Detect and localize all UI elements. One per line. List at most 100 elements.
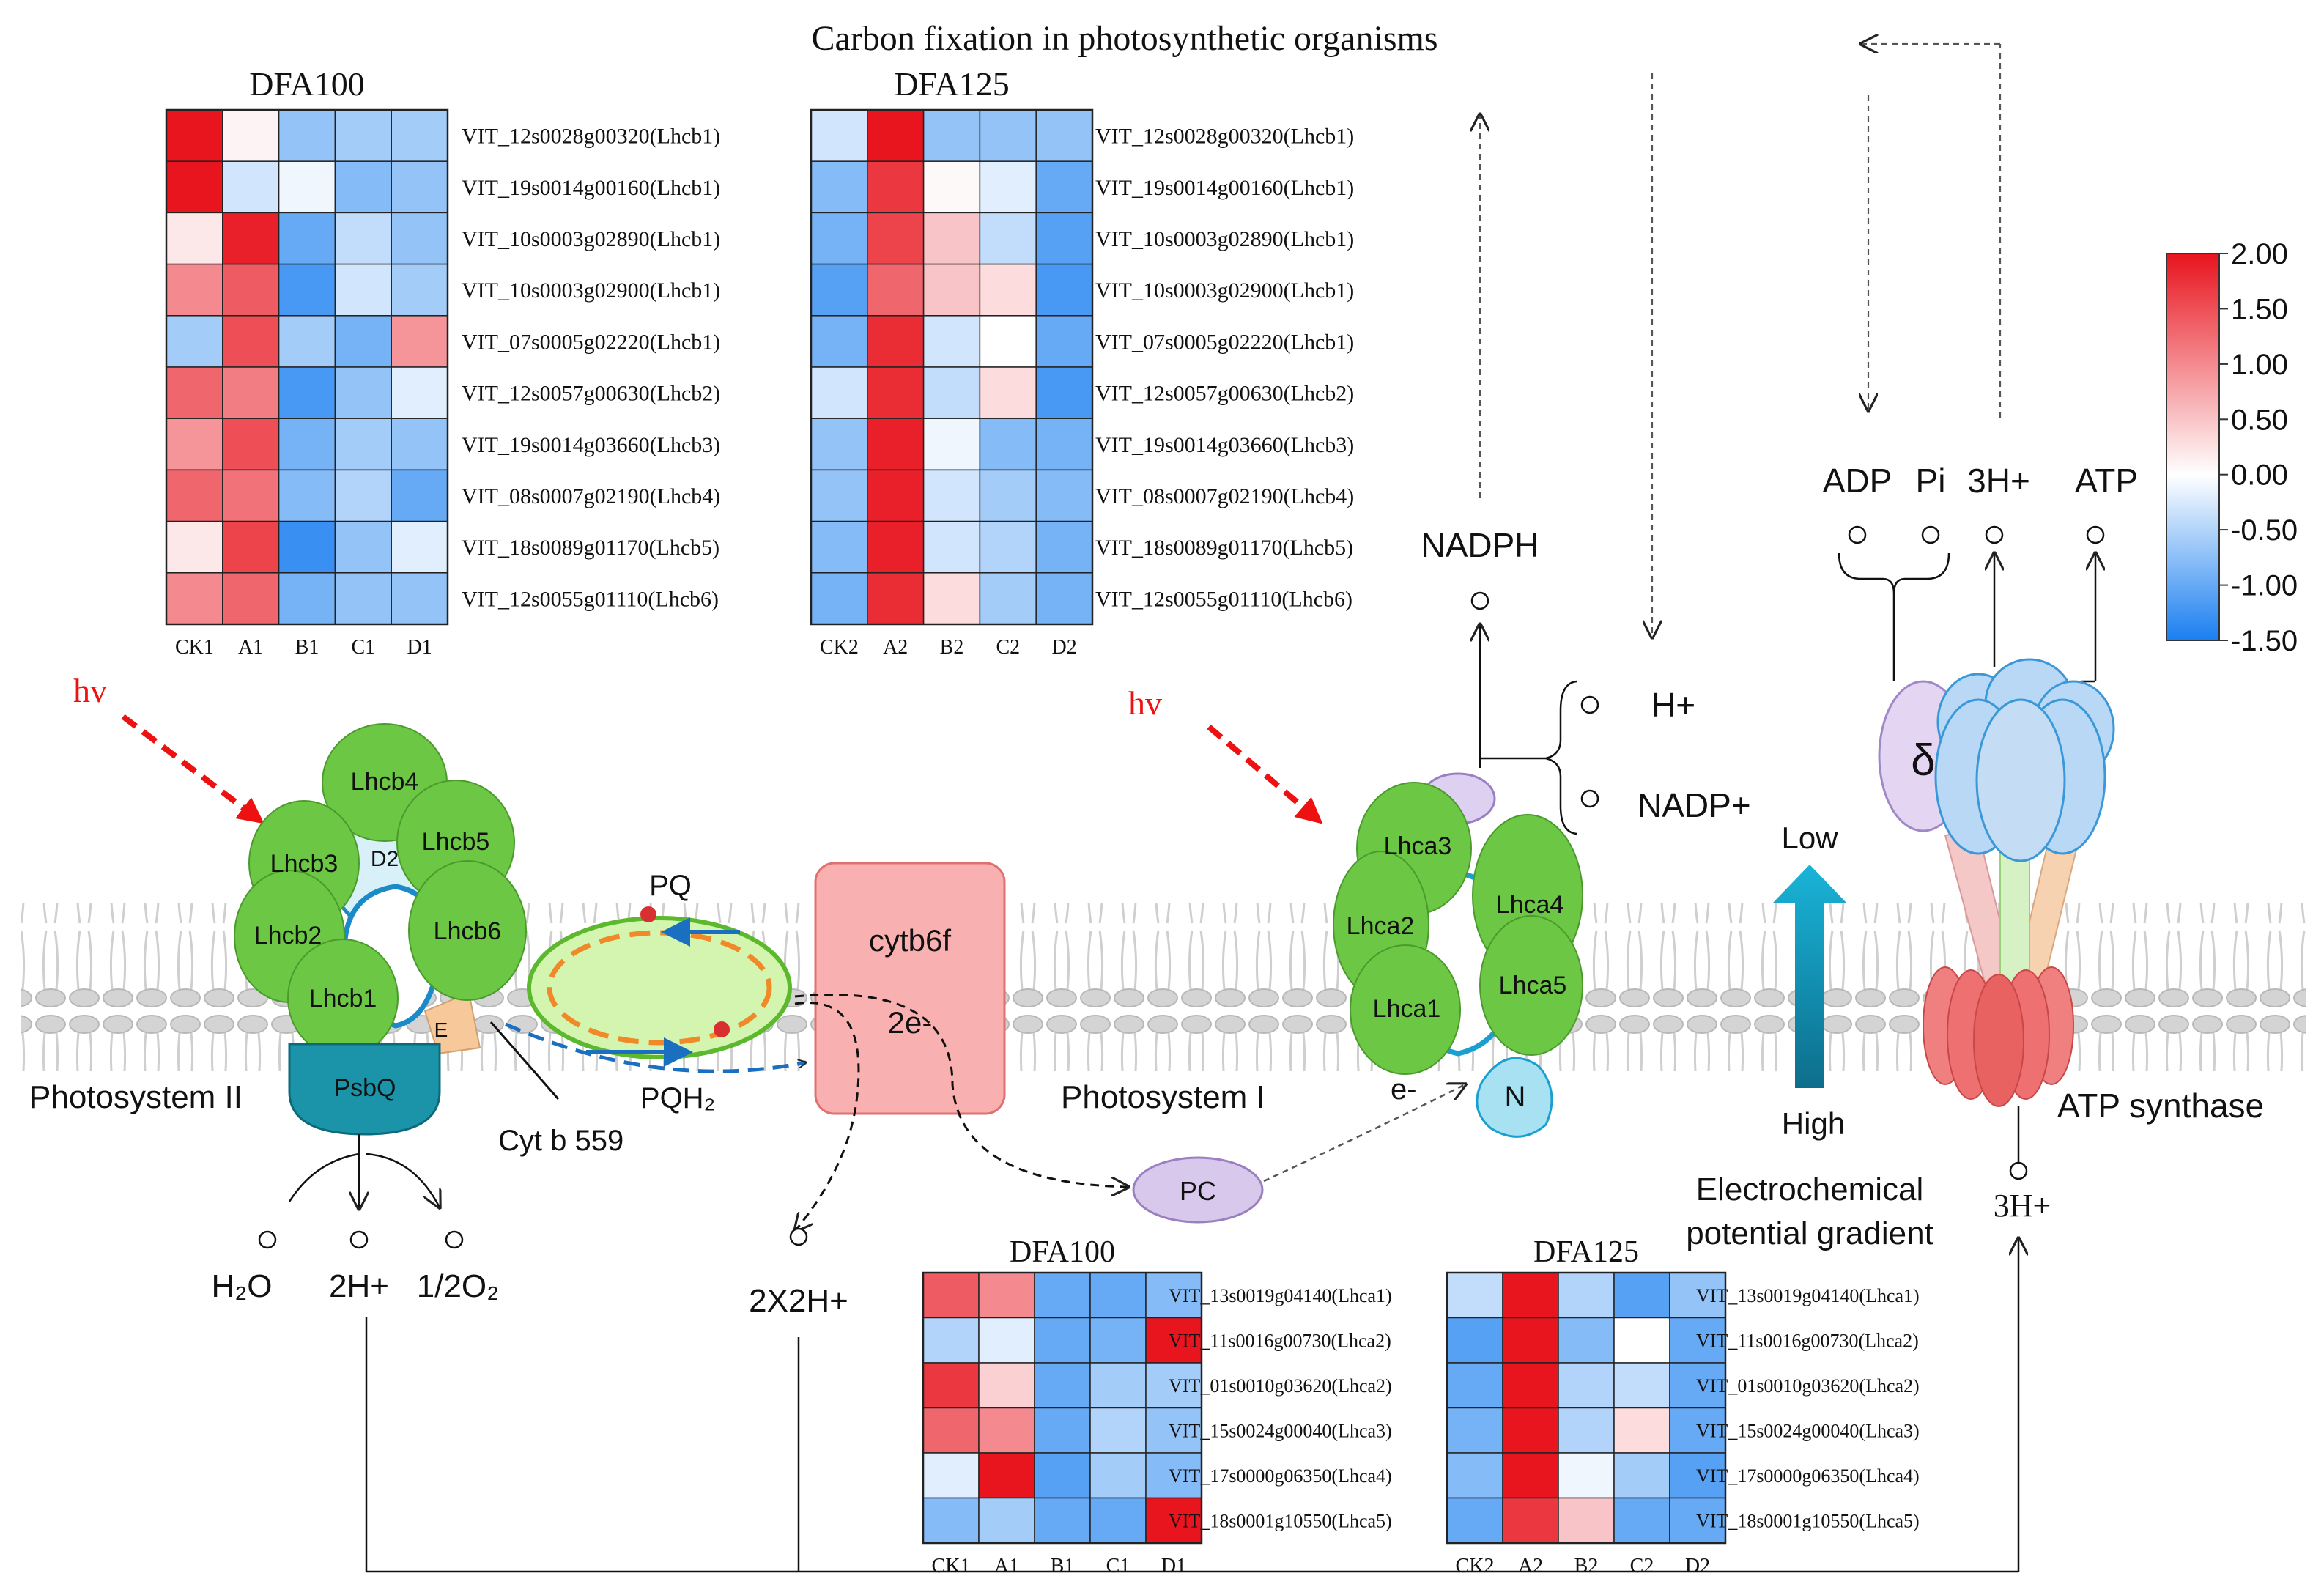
heatmap-cell (978, 1272, 1035, 1319)
heatmap-psii-dfa125: DFA125VIT_12s0028g00320(Lhcb1)VIT_19s001… (810, 65, 1354, 659)
lhcb6-label: Lhcb6 (434, 917, 502, 945)
nadph-label: NADPH (1421, 526, 1539, 564)
cytb6f-box (814, 862, 1006, 1115)
heatmap-cell (222, 263, 280, 317)
heatmap-cell (1558, 1272, 1615, 1319)
heatmap-row-label: VIT_12s0057g00630(Lhcb2) (1095, 382, 1354, 406)
heatmap-row-label: VIT_10s0003g02890(Lhcb1) (1095, 227, 1354, 251)
heatmap-cell (166, 212, 223, 265)
heatmap-cell (391, 572, 448, 625)
heatmap-column-label: C1 (1106, 1555, 1130, 1577)
heatmap-frame (1446, 1271, 1727, 1545)
heatmap-cell (391, 366, 448, 419)
heatmap-frame (810, 108, 1094, 626)
light-label-psi: hv (1128, 684, 1162, 722)
heatmap-column-label: B2 (940, 636, 964, 659)
heatmap-cell (922, 109, 981, 162)
plastoquinone-pool: PQ PQH₂ (504, 870, 806, 1114)
heatmap-cell (1089, 1407, 1147, 1454)
heatmap-cell (1558, 1317, 1615, 1364)
heatmap-cell (1446, 1362, 1503, 1409)
gradient-caption-line1: Electrochemical (1696, 1172, 1924, 1207)
heatmap-cell (278, 263, 336, 317)
heatmap-cell (222, 418, 280, 471)
light-label-psii: hv (73, 672, 107, 709)
heatmap-cell (166, 572, 223, 625)
e-label: E (434, 1018, 448, 1041)
cytb6f-label: cytb6f (869, 923, 951, 958)
heatmap-row-label: VIT_11s0016g00730(Lhca2) (1169, 1330, 1391, 1351)
heatmap-column-label: D1 (407, 636, 432, 659)
heatmap-cell (278, 109, 336, 162)
heatmap-row-label: VIT_18s0089g01170(Lhcb5) (462, 536, 719, 560)
heatmap-row-label: VIT_12s0028g00320(Lhcb1) (1095, 125, 1354, 149)
heatmap-psii-dfa100: DFA100VIT_12s0028g00320(Lhcb1)VIT_19s001… (165, 65, 720, 659)
heatmap-row-label: VIT_18s0001g10550(Lhca5) (1169, 1510, 1392, 1531)
lhcb4-label: Lhcb4 (351, 768, 419, 796)
pc-to-psi-arrow (1263, 1084, 1465, 1183)
pi-label: Pi (1916, 462, 1946, 500)
nadp-plus-dot (1580, 789, 1599, 808)
heatmap-cell (810, 418, 868, 471)
heatmap-cell (922, 1362, 980, 1409)
heatmap-column-label: CK2 (1456, 1555, 1495, 1577)
photosystem-ii: Lhcb4 Lhcb3 D2 Lhcb5 Lhcb2 Lhcb6 Lhcb1 E… (29, 723, 623, 1304)
heatmap-cell (810, 572, 868, 625)
heatmap-row-label: VIT_18s0001g10550(Lhca5) (1696, 1510, 1920, 1531)
heatmap-cell (166, 469, 223, 522)
pq-pool (527, 916, 792, 1059)
3h-top-dot (1985, 525, 2004, 544)
heatmap-cell (979, 520, 1037, 574)
heatmap-cell (1502, 1272, 1559, 1319)
gradient-arrow (1773, 865, 1846, 1088)
atp-synthase-label: ATP synthase (2057, 1087, 2264, 1125)
heatmap-cell (922, 1497, 980, 1544)
heatmap-cell (278, 160, 336, 214)
heatmap-cell (810, 212, 868, 265)
heatmap-column-label: C2 (996, 636, 1020, 659)
lhca1-subunit (1350, 944, 1461, 1075)
heatmap-cell (979, 160, 1037, 214)
heatmap-cell (1089, 1317, 1147, 1364)
heatmap-cell (1034, 1272, 1091, 1319)
heatmap-cell (1613, 1407, 1670, 1454)
3h-top-label: 3H+ (1967, 462, 2030, 500)
heatmap-row-label: VIT_17s0000g06350(Lhca4) (1169, 1465, 1392, 1487)
light-arrow-psii (121, 714, 264, 824)
heatmap-cell (922, 263, 981, 317)
3h-bottom-dot (2009, 1161, 2028, 1180)
heatmap-cell (922, 469, 981, 522)
heatmap-cell (978, 1497, 1035, 1544)
heatmap-cell (810, 263, 868, 317)
heatmap-column-label: CK1 (932, 1555, 971, 1577)
pq-cycle-orbit (547, 930, 772, 1046)
h-plus-label: H+ (1651, 686, 1695, 724)
heatmap-cell (867, 263, 925, 317)
atp-dot (2086, 525, 2105, 544)
n-label: N (1505, 1081, 1526, 1113)
heatmap-row-label: VIT_19s0014g00160(Lhcb1) (1095, 176, 1354, 200)
heatmap-row-label: VIT_18s0089g01170(Lhcb5) (1095, 536, 1353, 560)
heatmap-cell (978, 1317, 1035, 1364)
2x2h-dot (789, 1227, 808, 1246)
nadp-bracket (1545, 680, 1577, 835)
heatmap-row-label: VIT_01s0010g03620(Lhca2) (1169, 1375, 1392, 1397)
heatmap-cell (278, 520, 336, 574)
heatmap-column-label: A2 (1518, 1555, 1543, 1577)
heatmap-cell (391, 315, 448, 368)
heatmap-cell (978, 1407, 1035, 1454)
heatmap-cell (1502, 1452, 1559, 1499)
atp-label: ATP (2075, 462, 2138, 500)
heatmap-cell (979, 212, 1037, 265)
heatmap-row-label: VIT_19s0014g00160(Lhcb1) (462, 176, 720, 200)
heatmap-cell (166, 160, 223, 214)
nadph-dot (1470, 591, 1489, 610)
heatmap-cell (1558, 1497, 1615, 1544)
heatmap-cell (922, 572, 981, 625)
heatmap-cell (334, 418, 392, 471)
heatmap-cell (334, 212, 392, 265)
heatmap-row-label: VIT_12s0057g00630(Lhcb2) (462, 382, 720, 406)
heatmap-cell (1446, 1497, 1503, 1544)
heatmap-psi-dfa100: DFA100VIT_13s0019g04140(Lhca1)VIT_11s001… (922, 1235, 1392, 1577)
heatmap-title: DFA125 (1533, 1235, 1639, 1269)
